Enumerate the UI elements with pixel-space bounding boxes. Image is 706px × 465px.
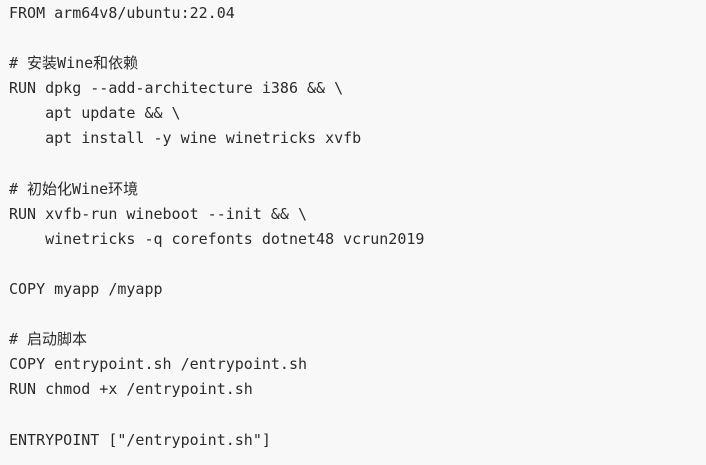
code-line-winetricks: winetricks -q corefonts dotnet48 vcrun20… [9, 229, 425, 248]
code-line-blank [9, 252, 706, 277]
code-line-blank [9, 403, 706, 428]
code-line-apt-update: apt update && \ [9, 104, 181, 123]
code-line-copy-app: COPY myapp /myapp [9, 280, 163, 299]
code-line-blank [9, 152, 706, 177]
code-line-blank [9, 26, 706, 51]
code-line-run-dpkg: RUN dpkg --add-architecture i386 && \ [9, 79, 344, 98]
code-line-run-chmod: RUN chmod +x /entrypoint.sh [9, 380, 253, 399]
code-line-copy-entrypoint: COPY entrypoint.sh /entrypoint.sh [9, 355, 308, 374]
code-line-blank [9, 302, 706, 327]
code-comment-init: # 初始化Wine环境 [9, 179, 139, 198]
code-line-from: FROM arm64v8/ubuntu:22.04 [9, 4, 235, 22]
code-line-entrypoint: ENTRYPOINT ["/entrypoint.sh"] [9, 430, 271, 449]
code-comment-install: # 安装Wine和依赖 [9, 54, 139, 73]
code-comment-startup: # 启动脚本 [9, 330, 88, 349]
code-line-apt-install: apt install -y wine winetricks xvfb [9, 129, 362, 148]
code-line-run-wineboot: RUN xvfb-run wineboot --init && \ [9, 204, 308, 223]
